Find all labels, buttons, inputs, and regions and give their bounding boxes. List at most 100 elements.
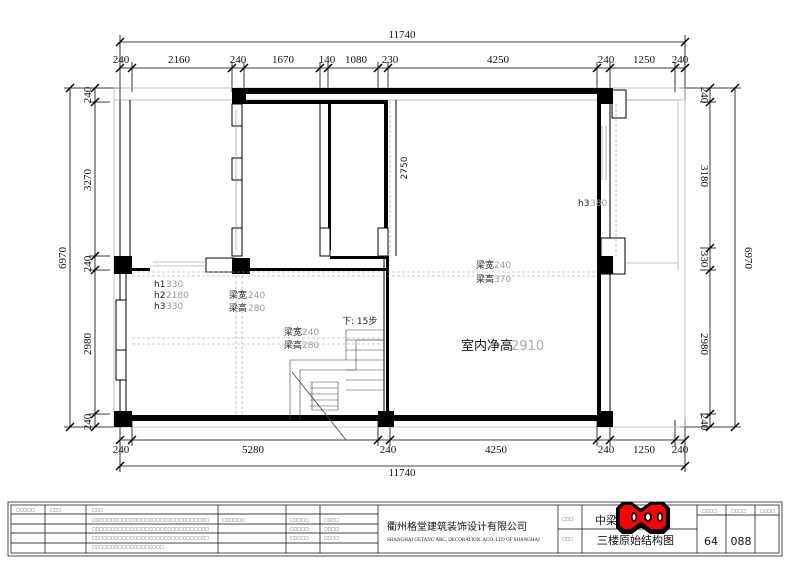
window-marks (153, 110, 607, 267)
value-h3-right: 380 (590, 199, 607, 209)
red-bow-icon (616, 502, 670, 534)
svg-text:□□□□□□□□□□□□□□□□□□□□□□□□□□□□□□: □□□□□□□□□□□□□□□□□□□□□□□□□□□□□□□ (92, 517, 209, 522)
company-name-cn: 衢州格堂建筑装饰设计有限公司 (387, 520, 527, 533)
dim-top-1: 2160 (168, 54, 191, 66)
dim-right-segments: 240 3180 330 2980 240 (698, 87, 710, 431)
dim-top-segments: 240 2160 240 1670 140 1080 230 4250 240 … (113, 54, 689, 66)
dim-bottom-segments: 240 5280 240 4250 240 1250 240 (113, 444, 689, 456)
title-block (7, 501, 783, 557)
svg-text:□□□: □□□ (92, 507, 104, 512)
svg-text:□□□□: □□□□ (324, 517, 339, 522)
top-dimension-chain (115, 35, 690, 100)
stairs-label: 下: 15步 (342, 316, 377, 327)
beam2-height-label: 梁高 (284, 339, 302, 351)
dim-top-total: 11740 (388, 29, 416, 41)
beam3-width-value: 240 (494, 261, 511, 271)
dim-top-0: 240 (113, 54, 130, 66)
label-h3: h3 (154, 302, 165, 312)
company-name-en: SHANGHAI GETANG ARC. DECORATION. ACO. LT… (387, 538, 540, 543)
staircase (289, 329, 384, 441)
beam1-width-value: 240 (248, 291, 265, 301)
svg-text:□□□: □□□ (562, 516, 574, 521)
dim-top-4: 140 (319, 54, 336, 66)
right-dimension-chain (680, 83, 741, 432)
dim-top-6: 230 (382, 54, 399, 66)
svg-text:□□□□□: □□□□□ (290, 535, 309, 540)
svg-text:□□□: □□□ (562, 536, 574, 541)
left-dimension-chain (64, 83, 122, 432)
svg-text:□□□□: □□□□ (702, 508, 717, 513)
svg-text:□□□□: □□□□ (731, 508, 746, 513)
dim-top-9: 1250 (633, 54, 656, 66)
dim-right-2: 330 (698, 251, 710, 268)
dim-bottom-0: 240 (113, 444, 130, 456)
dim-bottom-total: 11740 (388, 467, 416, 479)
walls (127, 88, 612, 421)
dim-bottom-5: 1250 (633, 444, 656, 456)
svg-text:□□□□□: □□□□□ (290, 526, 309, 531)
beam-label-2: 梁宽 240 梁高 280 (284, 326, 319, 351)
dim-top-3: 1670 (272, 54, 295, 66)
svg-text:□□□□□□□□□□□□□□□□□□□□□□□□□□□□□□: □□□□□□□□□□□□□□□□□□□□□□□□□□□□□□□ (92, 526, 209, 531)
dim-top-2: 240 (230, 54, 247, 66)
svg-text:□□□□□: □□□□□ (290, 517, 309, 522)
drawing-number: 088 (731, 535, 752, 548)
dim-left-segments: 240 3270 240 2980 240 (82, 86, 94, 430)
dim-bottom-4: 240 (598, 444, 615, 456)
label-h1: h1 (154, 280, 165, 290)
dim-top-8: 240 (598, 54, 615, 66)
room-height-value: 2910 (511, 339, 544, 354)
wall-outlines (115, 89, 627, 421)
dim-inner-2750: 2750 (400, 156, 410, 179)
structural-columns (114, 88, 613, 427)
dim-left-1: 3270 (82, 169, 94, 192)
svg-text:□□□□□□□□□□□□□□□□□□□□□□□□□□□□□□: □□□□□□□□□□□□□□□□□□□□□□□□□□□□□□□ (92, 535, 209, 540)
value-h3: 330 (166, 302, 183, 312)
bottom-dimension-chain (115, 420, 690, 472)
value-h2: 2180 (166, 291, 189, 301)
beam1-height-value: 280 (248, 304, 265, 314)
label-h2: h2 (154, 291, 165, 301)
svg-text:□□□□□□□□□□□□□□□□□□□: □□□□□□□□□□□□□□□□□□□ (92, 544, 164, 549)
dim-left-2: 240 (82, 255, 94, 272)
dim-top-5: 1080 (345, 54, 368, 66)
svg-text:□□□□: □□□□ (760, 508, 775, 513)
beam-dashed-lines (132, 100, 617, 415)
project-name: 中梁 (595, 513, 617, 527)
dim-left-3: 2980 (82, 333, 94, 356)
beam3-height-label: 梁高 (476, 273, 494, 285)
sheet-number: 64 (704, 535, 718, 548)
dim-right-4: 240 (698, 414, 710, 431)
dim-right-total: 6970 (742, 247, 754, 270)
dim-right-0: 240 (698, 87, 710, 104)
value-h1: 330 (166, 280, 183, 290)
title-block-fine-print: □□□□□□□□ □□□ □□□□□□□□□□□□□□□□□□□□□□□□□□□… (16, 507, 775, 549)
dim-left-4: 240 (82, 413, 94, 430)
beam3-width-label: 梁宽 (476, 259, 494, 271)
dim-bottom-1: 5280 (242, 444, 265, 456)
beam-label-3: 梁宽 240 梁高 370 (476, 259, 511, 285)
dim-bottom-6: 240 (672, 444, 689, 456)
dim-right-1: 3180 (698, 165, 710, 188)
dim-left-total: 6970 (57, 247, 69, 270)
beam3-height-value: 370 (494, 275, 511, 285)
beam1-width-label: 梁宽 (229, 289, 247, 301)
room-height-label: 室内净高 (461, 338, 513, 354)
beam-label-1: 梁宽 240 梁高 280 (229, 289, 265, 314)
beam2-width-value: 240 (302, 328, 319, 338)
dim-top-7: 4250 (487, 54, 510, 66)
label-h3-right: h3 (578, 199, 589, 209)
beam1-height-label: 梁高 (229, 302, 247, 314)
beam2-width-label: 梁宽 (284, 326, 302, 338)
dim-top-10: 240 (672, 54, 689, 66)
svg-text:□□□: □□□ (50, 507, 62, 512)
dim-right-3: 2980 (698, 333, 710, 356)
svg-text:□□□□: □□□□ (324, 526, 339, 531)
beam2-height-value: 280 (302, 341, 319, 351)
svg-text:□□□□: □□□□ (324, 535, 339, 540)
svg-text:□□□□□□: □□□□□□ (222, 517, 245, 522)
beam-labels-left: h1 330 h2 2180 h3 330 (154, 280, 189, 312)
svg-text:□□□□□: □□□□□ (16, 507, 35, 512)
drawing-title: 三楼原始结构图 (597, 533, 674, 547)
